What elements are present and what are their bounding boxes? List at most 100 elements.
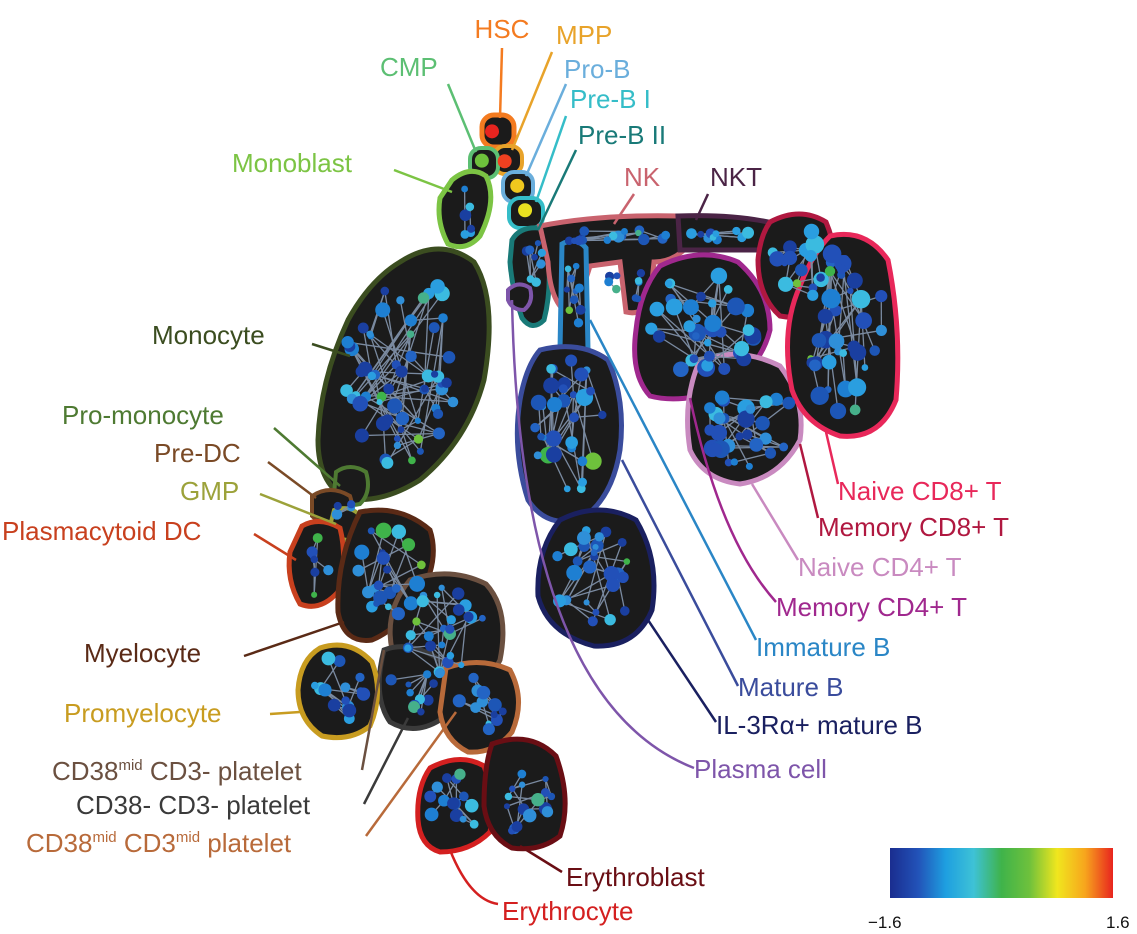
- tree-node: [423, 670, 432, 679]
- tree-node: [425, 640, 437, 652]
- tree-node: [782, 396, 796, 410]
- tree-node: [745, 404, 756, 414]
- leader-cmp: [446, 83, 478, 153]
- label-gmp: GMP: [180, 476, 239, 506]
- tree-node: [572, 556, 583, 567]
- tree-node: [447, 797, 460, 810]
- tree-node: [431, 781, 443, 793]
- tree-node: [402, 538, 416, 552]
- tree-node: [563, 286, 571, 293]
- tree-node: [452, 694, 466, 708]
- tree-edge: [391, 673, 428, 681]
- tree-node: [417, 292, 430, 304]
- tree-node: [636, 268, 646, 278]
- tree-node: [391, 524, 407, 539]
- tree-node: [816, 273, 825, 282]
- tree-node: [460, 229, 470, 239]
- label-pre-b-ii: Pre-B II: [578, 120, 666, 150]
- tree-node: [468, 672, 479, 684]
- tree-node: [531, 793, 545, 807]
- tree-edge: [419, 317, 444, 452]
- tree-node: [432, 408, 444, 420]
- tree-node: [566, 564, 583, 581]
- tree-edge: [705, 329, 749, 369]
- tree-node: [769, 392, 783, 406]
- tree-node: [413, 434, 424, 444]
- tree-node: [634, 277, 643, 285]
- tree-node: [416, 447, 424, 455]
- region-erythroblast: [481, 736, 568, 852]
- tree-node: [683, 320, 696, 333]
- tree-edge: [365, 293, 443, 398]
- tree-node: [810, 386, 829, 405]
- tree-node: [393, 435, 401, 442]
- tree-node: [713, 412, 726, 425]
- tree-node: [567, 274, 576, 283]
- tree-node: [405, 681, 412, 688]
- tree-node: [318, 683, 332, 697]
- region-cd38neg-cd3neg-platelet: [376, 644, 451, 731]
- tree-node: [447, 396, 459, 408]
- label-memory-cd4-t: Memory CD4+ T: [776, 592, 967, 622]
- leader-pre-b-ii: [536, 149, 578, 231]
- tree-node: [531, 277, 541, 287]
- tree-node: [431, 370, 439, 378]
- tree-edge: [542, 437, 568, 490]
- tree-node: [503, 803, 510, 810]
- leader-gmp: [259, 492, 337, 526]
- tree-node: [645, 322, 658, 335]
- tree-node: [381, 414, 394, 426]
- tree-node: [623, 558, 631, 565]
- leader-memory-cd8-t: [798, 443, 820, 519]
- tree-edge: [529, 252, 543, 280]
- tree-node: [792, 279, 802, 288]
- tree-node: [464, 798, 479, 813]
- tree-node: [583, 560, 597, 574]
- tree-node: [565, 354, 578, 367]
- tree-node: [395, 365, 408, 378]
- tree-node: [733, 341, 750, 357]
- tree-node: [689, 354, 699, 364]
- tree-node: [404, 314, 418, 327]
- tree-node: [429, 679, 438, 688]
- tree-node: [311, 591, 318, 598]
- tree-node: [552, 551, 563, 562]
- tree-node: [525, 245, 535, 255]
- tree-node: [708, 299, 717, 308]
- region-mature-b: [514, 344, 624, 525]
- tree-node: [547, 792, 556, 801]
- tree-edge: [436, 594, 441, 674]
- tree-edge: [409, 673, 428, 694]
- tree-node: [383, 565, 392, 574]
- tree-node: [517, 769, 527, 779]
- tree-node: [724, 458, 733, 467]
- tree-node: [546, 396, 563, 413]
- tree-node: [321, 651, 336, 666]
- population-labels: HSC MPP CMP Pro-B Pre-B I Pre-B II Monob…: [2, 14, 1009, 926]
- tree-node: [565, 436, 578, 449]
- tree-node: [434, 668, 445, 679]
- leader-cd38mid-cd3mid: [364, 711, 458, 837]
- tree-node: [631, 294, 640, 302]
- tree-node: [875, 324, 887, 336]
- tree-node: [661, 230, 671, 240]
- tree-node: [563, 542, 578, 557]
- tree-node: [362, 585, 375, 599]
- leader-erythroblast: [519, 844, 563, 874]
- tree-node: [461, 185, 469, 193]
- tree-node: [594, 532, 604, 542]
- tree-node: [530, 394, 547, 411]
- tree-node: [449, 808, 463, 823]
- tree-node: [759, 395, 773, 409]
- tree-nodes: [306, 124, 888, 835]
- tree-node: [794, 263, 808, 277]
- tree-node: [606, 578, 620, 593]
- label-memory-cd8-t: Memory CD8+ T: [818, 512, 1009, 542]
- tree-edge: [594, 555, 627, 563]
- colorbar-min-label: −1.6: [868, 913, 902, 932]
- tree-node: [393, 441, 402, 450]
- tree-node: [712, 230, 720, 238]
- region-il3ra-mature-b: [535, 507, 657, 649]
- tree-node: [732, 226, 741, 236]
